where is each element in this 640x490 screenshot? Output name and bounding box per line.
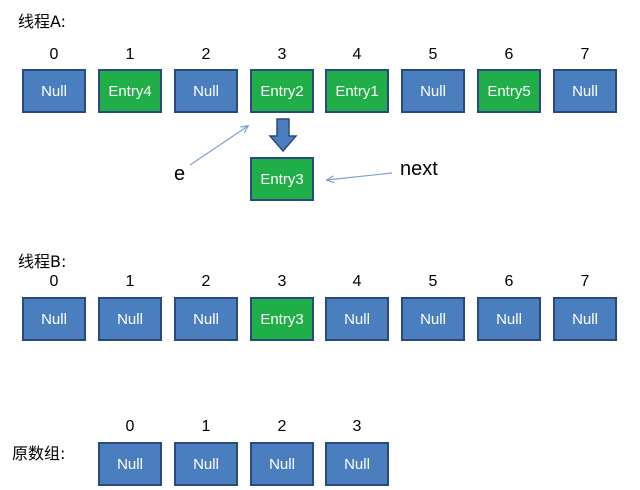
thread-a-index: 0 [49,46,59,63]
thread-a-slot-3: Entry2 [250,69,314,113]
thread-b-slot-5: Null [401,297,465,341]
thread-b-slot-6: Null [477,297,541,341]
thread-a-slot-1: Entry4 [98,69,162,113]
thread-a-slot-5: Null [401,69,465,113]
thread-a-slot-6: Entry5 [477,69,541,113]
thread-a-label: 线程A: [18,12,67,31]
original-array-index: 1 [201,418,211,435]
original-array-label: 原数组: [12,444,66,463]
chain-down-arrow [268,118,298,153]
thread-b-index: 1 [125,273,135,290]
thread-b-index: 2 [201,273,211,290]
original-array-slot-0: Null [98,442,162,486]
thread-b-index: 5 [428,273,438,290]
next-pointer-label: next [400,158,438,180]
thread-b-slot-4: Null [325,297,389,341]
original-array-index: 2 [277,418,287,435]
original-array-index: 3 [352,418,362,435]
original-array-slot-1: Null [174,442,238,486]
thread-b-slot-7: Null [553,297,617,341]
thread-a-index: 2 [201,46,211,63]
thread-a-index: 1 [125,46,135,63]
e-pointer-label: e [174,163,186,185]
thread-b-index: 3 [277,273,287,290]
thread-a-index: 3 [277,46,287,63]
thread-a-slot-7: Null [553,69,617,113]
thread-b-index: 7 [580,273,590,290]
thread-a-index: 4 [352,46,362,63]
thread-a-index: 6 [504,46,514,63]
thread-b-slot-1: Null [98,297,162,341]
original-array-slot-3: Null [325,442,389,486]
thread-b-index: 0 [49,273,59,290]
thread-b-index: 4 [352,273,362,290]
original-array-slot-2: Null [250,442,314,486]
thread-b-slot-3: Entry3 [250,297,314,341]
thread-a-slot-0: Null [22,69,86,113]
thread-b-label: 线程B: [18,252,67,271]
thread-a-chain-entry: Entry3 [250,157,314,201]
thread-a-index: 5 [428,46,438,63]
thread-a-slot-4: Entry1 [325,69,389,113]
thread-b-slot-2: Null [174,297,238,341]
next-arrow [327,172,393,180]
e-arrow [189,126,248,166]
thread-a-slot-2: Null [174,69,238,113]
thread-b-index: 6 [504,273,514,290]
original-array-index: 0 [125,418,135,435]
thread-a-index: 7 [580,46,590,63]
thread-b-slot-0: Null [22,297,86,341]
